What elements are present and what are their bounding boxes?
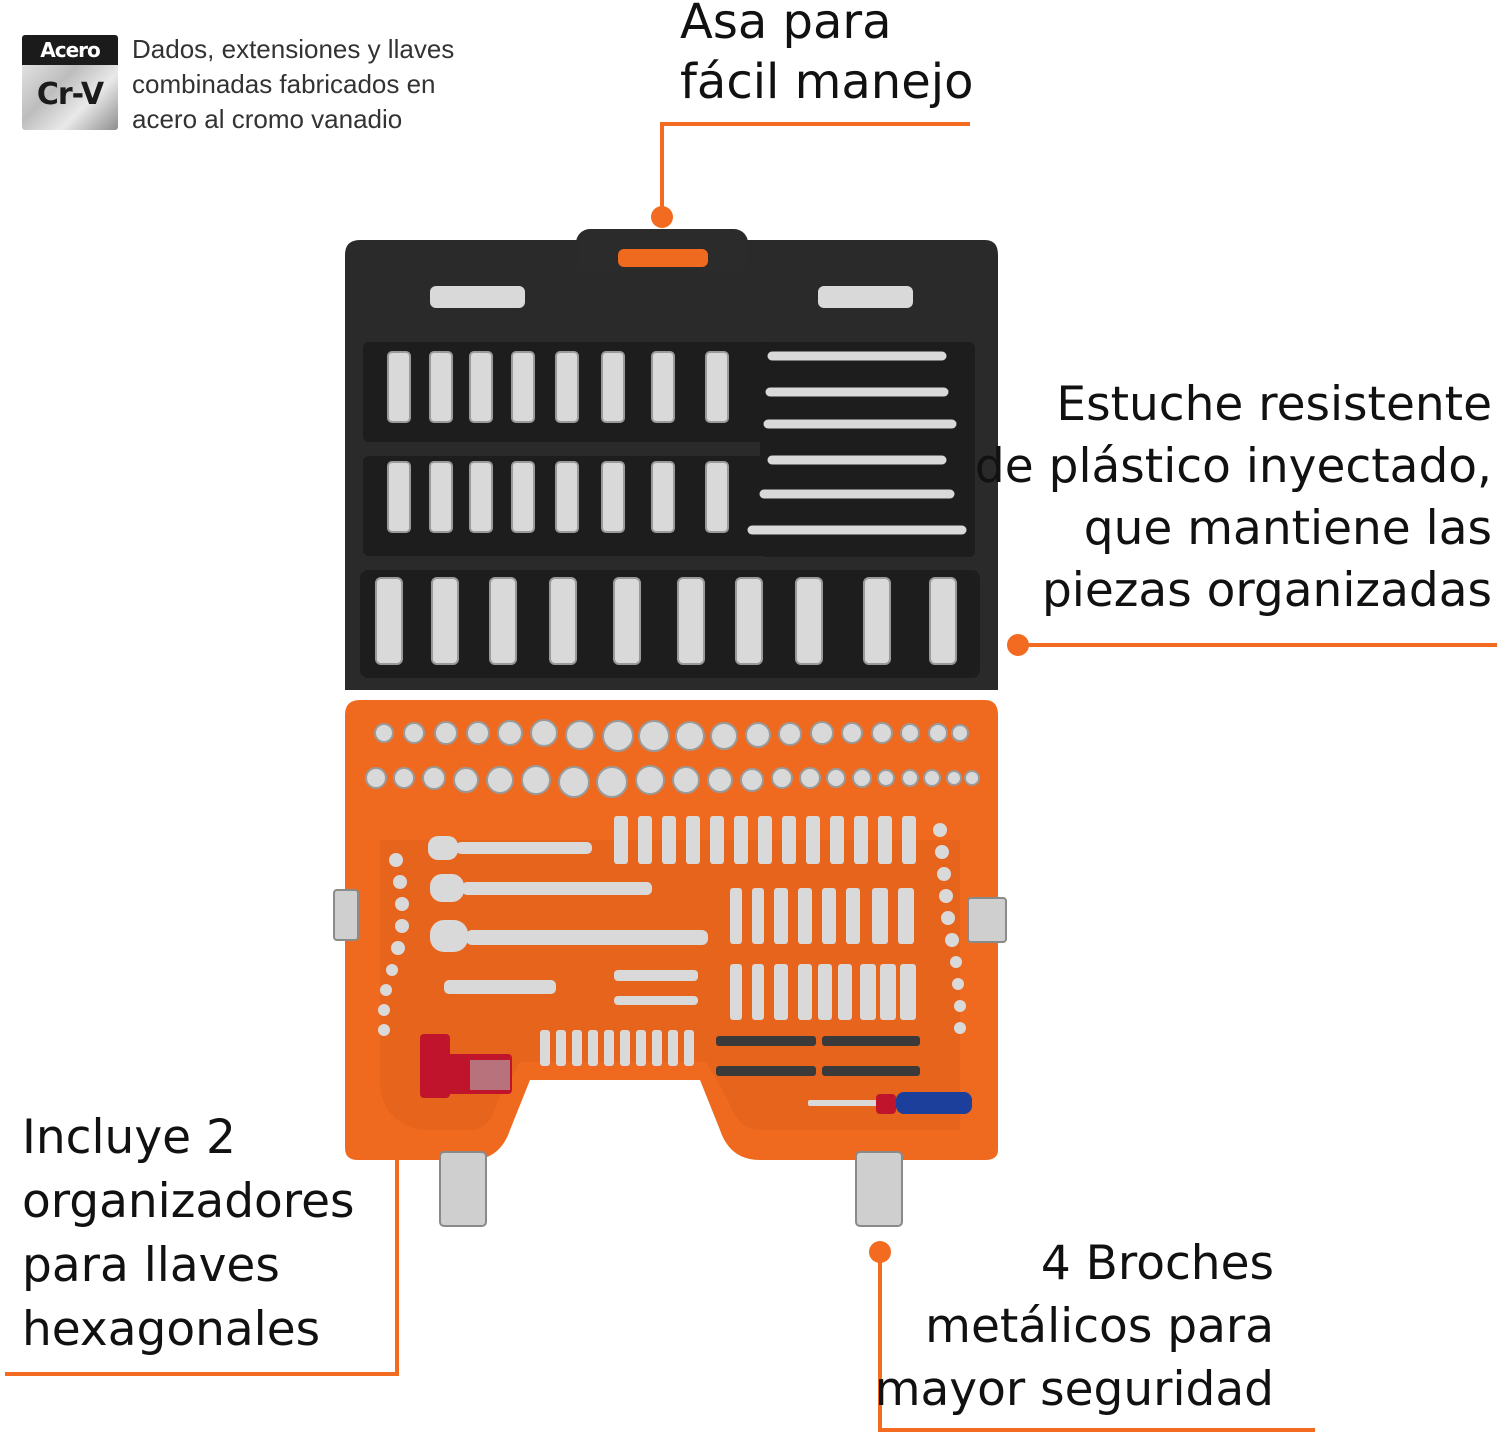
clips-leader-line — [878, 1252, 1315, 1432]
callout-line: hexagonales — [22, 1302, 321, 1357]
base-socket-rows — [365, 719, 980, 798]
lid-wrenches — [747, 351, 967, 535]
handle-callout: Asa para fácil manejo — [680, 0, 973, 112]
base-ratchets — [428, 836, 708, 1005]
callout-line: mayor seguridad — [874, 1362, 1274, 1417]
handle-leader-dot — [651, 206, 673, 228]
callout-line: de plástico inyectado, — [974, 439, 1492, 494]
case-callout: Estuche resistente de plástico inyectado… — [975, 374, 1492, 622]
callout-line: que mantiene las — [1083, 501, 1492, 556]
organizers-callout: Incluye 2 organizadores para llaves hexa… — [22, 1106, 355, 1362]
lid-sockets — [375, 351, 957, 665]
badge-description: Dados, extensiones y llaves combinadas f… — [132, 32, 492, 137]
base-side-sockets — [378, 823, 966, 1036]
base-bit-sockets — [540, 816, 916, 1066]
badge-description-line: Dados, extensiones y llaves — [132, 34, 455, 64]
callout-line: metálicos para — [925, 1299, 1274, 1354]
badge-description-line: acero al cromo vanadio — [132, 104, 403, 134]
callout-line: Asa para — [680, 0, 892, 50]
hex-key-organizer — [420, 1034, 512, 1098]
badge-top-label: Acero — [22, 35, 118, 65]
organizers-leader-line — [5, 1082, 399, 1376]
badge-description-line: combinadas fabricados en — [132, 69, 436, 99]
badge-main-label: Cr-V — [36, 77, 104, 112]
callout-line: piezas organizadas — [1041, 563, 1492, 618]
callout-line: Incluye 2 — [22, 1110, 236, 1165]
callout-line: 4 Broches — [1040, 1236, 1274, 1291]
callout-line: Estuche resistente — [1056, 377, 1492, 432]
leader-lines — [5, 122, 1497, 1432]
case-leader-dot — [1007, 634, 1029, 656]
base-screwdriver-bits — [716, 1036, 972, 1114]
callout-line: para llaves — [22, 1238, 280, 1293]
callout-line: organizadores — [22, 1174, 355, 1229]
callout-line: fácil manejo — [680, 54, 974, 110]
metal-clips — [333, 889, 1007, 1227]
clips-leader-dot — [869, 1241, 891, 1263]
clips-callout: 4 Broches metálicos para mayor seguridad — [875, 1232, 1274, 1421]
cr-v-badge: Acero Cr-V — [22, 35, 118, 130]
handle-leader-line — [660, 122, 970, 215]
